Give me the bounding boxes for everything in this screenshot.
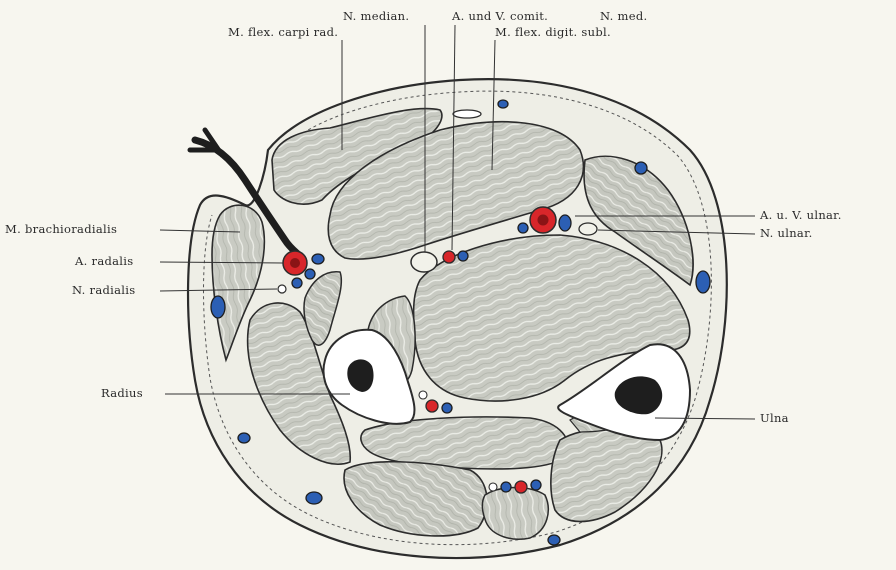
median-comitant-artery — [443, 251, 455, 263]
median-nerve — [411, 252, 437, 272]
interosseous-vein — [442, 403, 452, 413]
label-ulna: Ulna — [760, 411, 789, 425]
muscle-extensor-carpi-ulnaris — [551, 429, 662, 522]
posterior-nerve — [489, 483, 497, 491]
radial-nerve-dot — [278, 285, 286, 293]
ulnar-vein-1 — [559, 215, 571, 231]
superficial-vein-left-low — [238, 433, 250, 443]
superficial-vein-bottom-left — [306, 492, 322, 504]
posterior-vein-1 — [501, 482, 511, 492]
interosseous-artery — [426, 400, 438, 412]
superficial-vein-bottom — [548, 535, 560, 545]
superficial-vein-left — [211, 296, 225, 318]
superficial-vein-right — [696, 271, 710, 293]
superficial-vein-right-top — [635, 162, 647, 174]
radial-vein-1 — [312, 254, 324, 264]
label-m-flex-digit-subl: M. flex. digit. subl. — [495, 25, 611, 39]
muscle-extensor-indicis — [482, 488, 548, 540]
tendon-palmaris — [453, 110, 481, 118]
label-a-radialis: A. radalis — [75, 254, 133, 268]
posterior-vein-2 — [531, 480, 541, 490]
label-n-radialis: N. radialis — [72, 283, 135, 297]
interosseous-nerve — [419, 391, 427, 399]
label-n-median: N. median. — [343, 9, 409, 23]
label-m-flex-carpi-rad: M. flex. carpi rad. — [228, 25, 338, 39]
label-n-ulnar: N. ulnar. — [760, 226, 813, 240]
superficial-vein-top — [498, 100, 508, 108]
ulnar-vein-2 — [518, 223, 528, 233]
ulnar-nerve — [579, 223, 597, 235]
label-n-med: N. med. — [600, 9, 647, 23]
radial-vein-2 — [305, 269, 315, 279]
posterior-artery — [515, 481, 527, 493]
label-a-u-v-ulnar: A. u. V. ulnar. — [760, 208, 842, 222]
label-a-v-comit: A. und V. comit. — [452, 9, 548, 23]
label-radius: Radius — [101, 386, 143, 400]
label-m-brachioradialis: M. brachioradialis — [5, 222, 117, 236]
radial-vein-3 — [292, 278, 302, 288]
median-comitant-vein — [458, 251, 468, 261]
